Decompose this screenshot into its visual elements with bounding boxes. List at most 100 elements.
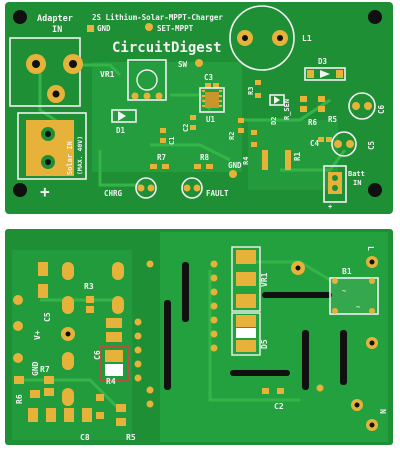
vr1-pin <box>131 92 139 100</box>
r7-pad <box>44 376 54 384</box>
led-pad <box>147 184 155 192</box>
led-fault-outline <box>181 177 203 199</box>
solar-terminal-outline <box>17 112 87 180</box>
r6-pad <box>300 106 307 112</box>
label-d2: D2 <box>270 117 278 125</box>
label-sw: SW <box>178 60 188 69</box>
terminal-hole <box>45 131 51 137</box>
label-d3: D3 <box>318 57 328 66</box>
terminal-hole <box>369 259 375 265</box>
b1-body <box>330 279 376 313</box>
label-c8: C8 <box>80 433 90 442</box>
label-c4: C4 <box>310 139 320 148</box>
r4-highlight-outline <box>99 345 129 381</box>
trace <box>280 149 347 172</box>
terminal-hole <box>369 340 375 346</box>
label-r4-bottom: R4 <box>106 377 116 386</box>
batt-pin <box>332 185 338 191</box>
c4-pad <box>318 137 324 142</box>
r5-pad <box>318 106 325 112</box>
c3-pad <box>205 83 211 88</box>
label-r2: R2 <box>228 132 236 140</box>
smd-pad <box>38 284 48 298</box>
batt-connector-outline <box>323 165 347 203</box>
through-hole-pad <box>13 353 23 363</box>
b1-pin <box>332 278 338 284</box>
label-c5-bottom: C5 <box>43 312 52 322</box>
label-c6-bottom: C6 <box>93 350 102 360</box>
r4-pad <box>251 130 257 135</box>
r4-pad <box>105 350 123 362</box>
label-c3: C3 <box>204 73 214 82</box>
r7-pad <box>44 388 54 396</box>
c6-pad <box>106 318 122 328</box>
oval-pad <box>62 388 74 406</box>
terminal-hole <box>45 159 51 165</box>
c5-pad <box>346 140 354 148</box>
r3-pad <box>255 80 261 85</box>
c3-pad <box>213 83 219 88</box>
label-c1: C1 <box>168 137 176 145</box>
c6-pad <box>364 102 372 110</box>
label-gnd-bottom: GND <box>31 361 40 376</box>
label-gnd-top: GND <box>97 24 111 33</box>
label-c6: C6 <box>377 104 386 114</box>
c2-pad <box>190 115 196 120</box>
r5-pad <box>318 96 325 102</box>
b1-ac-mark: ~ <box>342 287 346 295</box>
r2-pad <box>238 118 244 123</box>
c2-pad <box>190 125 196 130</box>
label-solar-in: Solar IN <box>66 141 74 175</box>
led-pad <box>137 184 145 192</box>
r3-pad <box>86 306 94 313</box>
led-pad <box>193 184 201 192</box>
c5-pad <box>334 140 342 148</box>
inductor-hole <box>277 35 283 41</box>
label-batt: Batt <box>348 170 365 178</box>
smd-pad <box>38 262 48 276</box>
gnd-test-pad <box>229 170 237 178</box>
u1-outline <box>199 87 225 113</box>
isolation-slot <box>340 330 347 385</box>
mounting-hole-icon <box>13 10 27 24</box>
r6-pad <box>28 408 38 422</box>
label-r5: R5 <box>328 115 337 124</box>
r2-pad <box>238 128 244 133</box>
label-l: L <box>366 246 375 251</box>
d3-pad <box>307 70 314 78</box>
label-c2: C2 <box>182 124 190 132</box>
through-hole-pad <box>13 295 23 305</box>
label-r1: R1 <box>293 151 302 161</box>
label-b1: B1 <box>342 267 352 276</box>
trace <box>208 270 300 402</box>
label-c2-bottom: C2 <box>274 402 284 411</box>
c2-pad <box>262 388 269 394</box>
d3-pad <box>336 70 343 78</box>
board-title: 2S Lithium-Solar-MPPT-Charger <box>92 13 223 22</box>
label-solar-max: (MAX. 40V) <box>76 136 84 175</box>
d5-pad <box>236 340 256 352</box>
r1-pad <box>262 150 268 170</box>
smd-pad <box>64 408 74 422</box>
smd-pad <box>14 376 24 384</box>
label-n: N <box>378 409 387 414</box>
trace <box>20 378 122 412</box>
r3-pad <box>86 296 94 303</box>
d3-outline <box>304 67 346 81</box>
d2-outline <box>269 94 285 106</box>
adapter-hole <box>52 90 60 98</box>
label-vr1: VR1 <box>100 70 115 79</box>
c6-outline <box>348 92 376 120</box>
terminal-hole <box>354 402 360 408</box>
led-chrg-outline <box>135 177 157 199</box>
u1-pins <box>202 90 222 107</box>
label-chrg: CHRG <box>104 189 123 198</box>
mounting-hole-icon <box>368 10 382 24</box>
vr1-pad <box>236 294 256 308</box>
via-column <box>210 260 218 352</box>
r1-pad <box>285 150 291 170</box>
label-r7: R7 <box>157 153 166 162</box>
mounting-hole-icon <box>368 183 382 197</box>
vr1-pin <box>155 92 163 100</box>
label-r5-bottom: R5 <box>126 433 136 442</box>
